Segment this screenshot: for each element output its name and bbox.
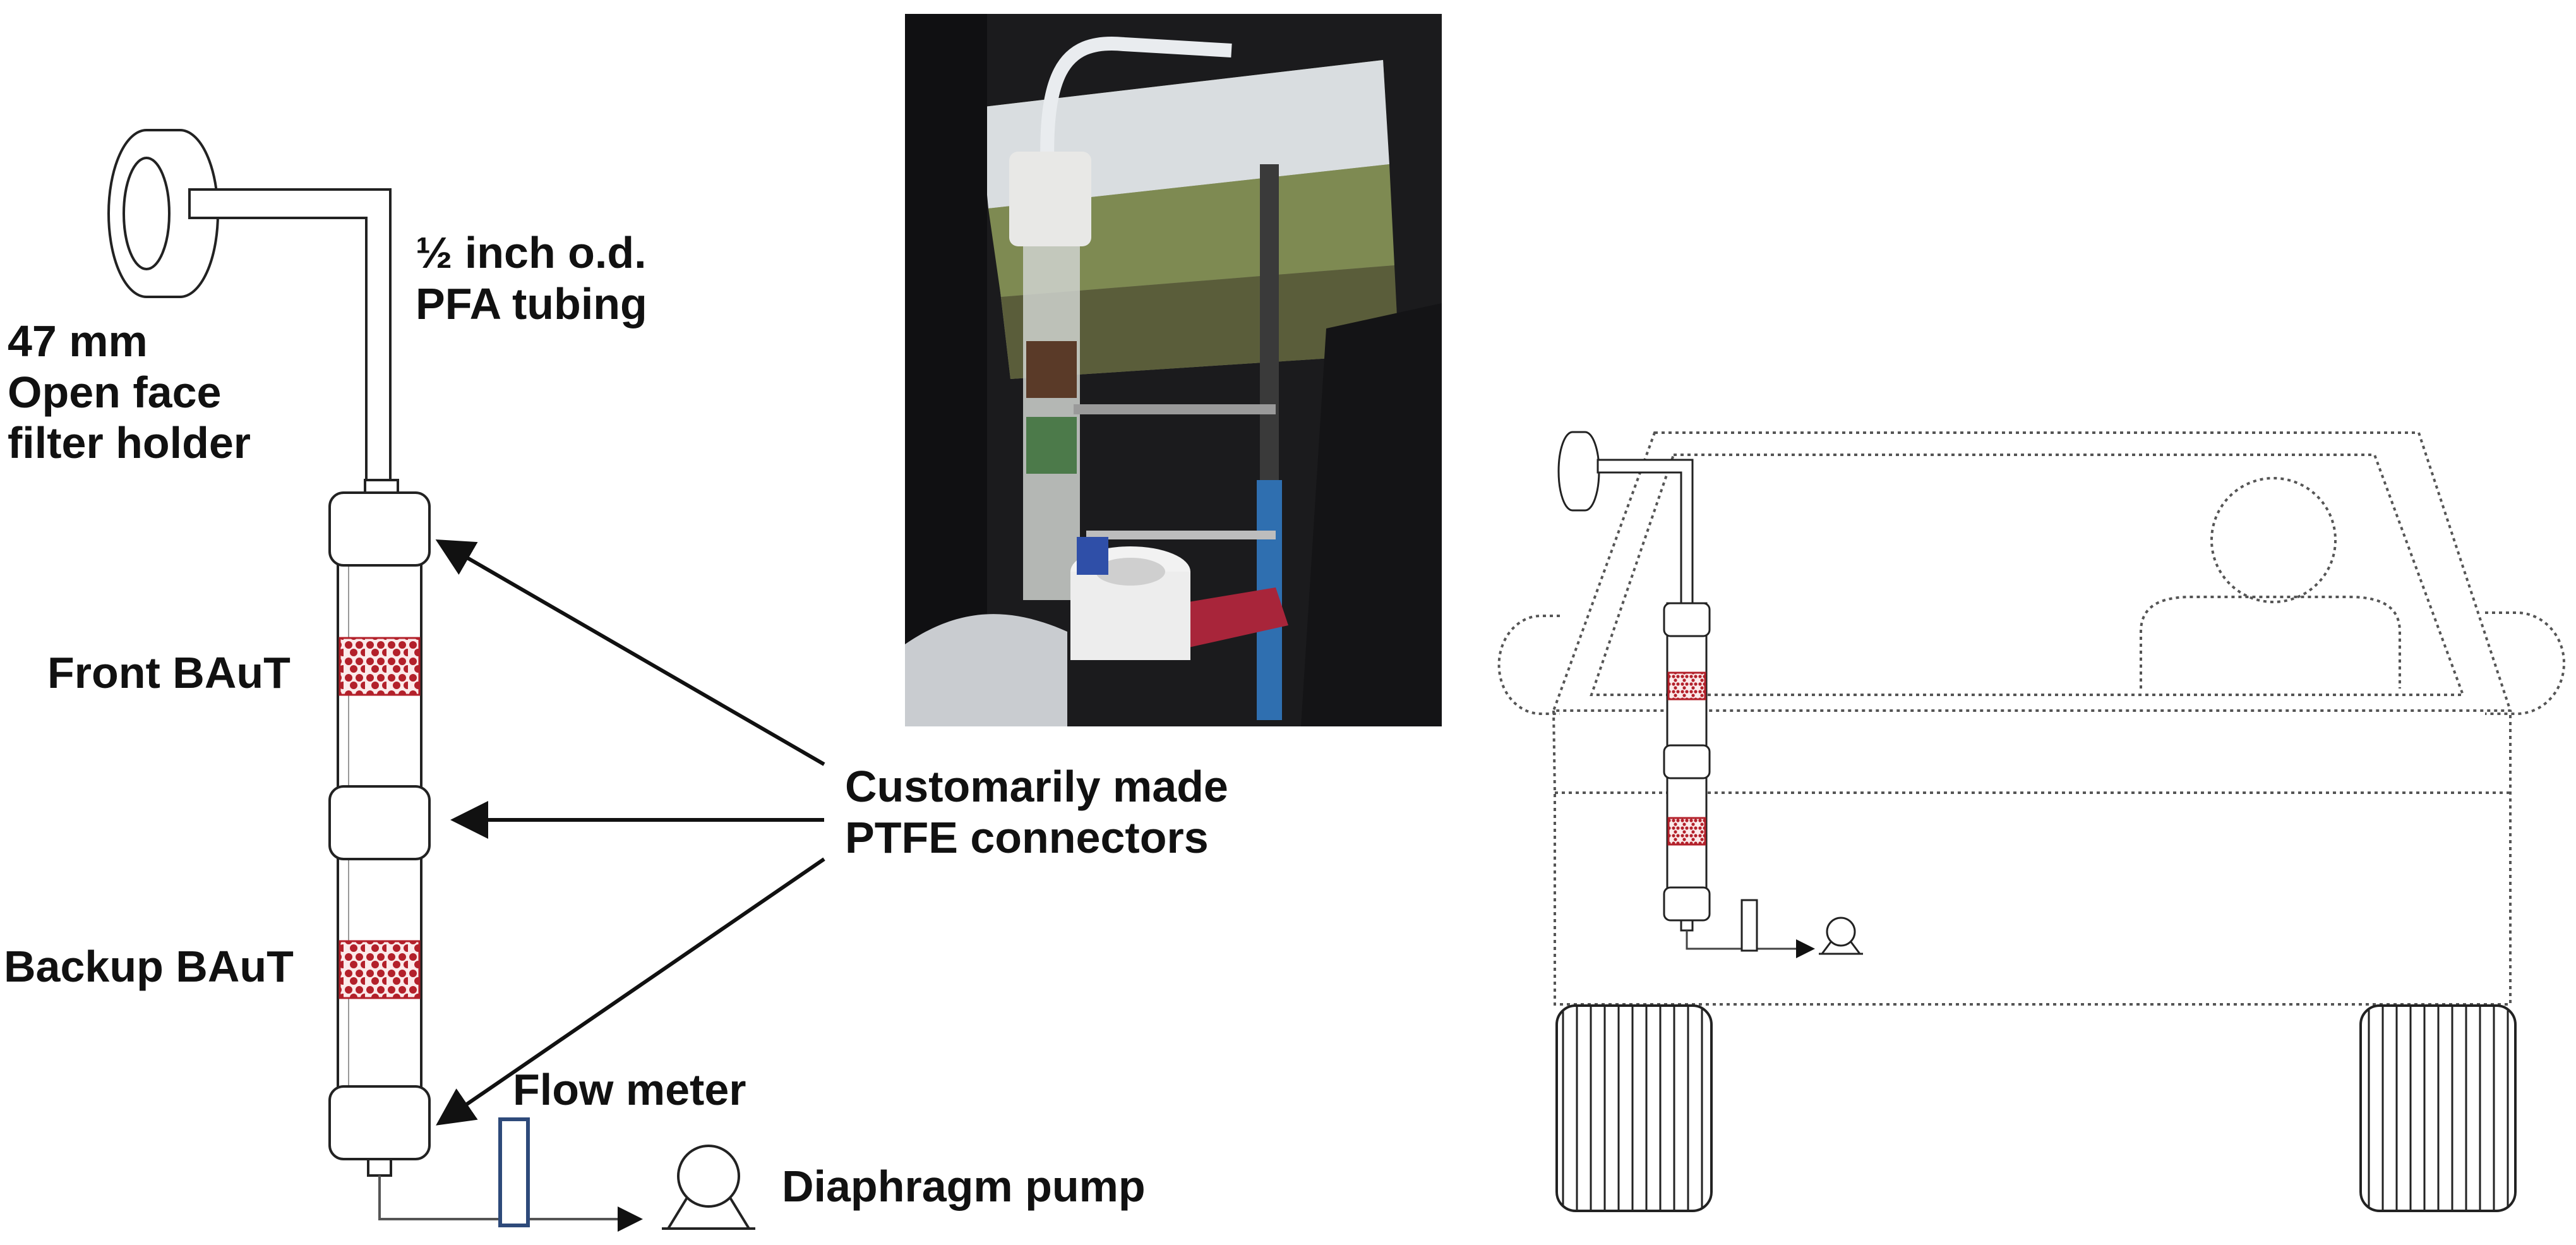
label-filter-holder-line-2: Open face [8, 367, 222, 417]
wheel-left [1555, 1004, 1713, 1212]
mirror-left [1497, 615, 1560, 715]
ptfe-connector-middle [328, 785, 431, 860]
label-filter-holder-line-1: 47 mm [8, 316, 148, 366]
mini-sampling-train [1557, 431, 1863, 958]
wheel-right [2359, 1004, 2517, 1212]
label-connectors: Customarily made PTFE connectors [845, 761, 1228, 863]
label-pump-text: Diaphragm pump [782, 1162, 1146, 1211]
car-schematic [1497, 431, 2565, 1006]
mirror-right [2485, 611, 2565, 715]
diaphragm-pump-symbol [662, 1145, 755, 1230]
label-backup-baut: Backup BAuT [4, 941, 294, 992]
ptfe-connector-bottom [328, 1085, 431, 1160]
driver-head [2210, 477, 2337, 603]
flow-meter [498, 1117, 530, 1227]
front-baut-trap [338, 637, 421, 696]
ptfe-connector-top [328, 491, 431, 567]
label-connectors-line-1: Customarily made [845, 762, 1228, 811]
backup-baut-trap [338, 940, 421, 999]
connector-arrows [435, 539, 825, 1126]
label-filter-holder-line-3: filter holder [8, 418, 251, 467]
label-flow-meter-text: Flow meter [513, 1065, 746, 1114]
label-backup-baut-text: Backup BAuT [4, 942, 294, 991]
car-body-outline [1552, 710, 2512, 1006]
car-wheels [1555, 1004, 2517, 1212]
outlet-nozzle [367, 1158, 392, 1177]
label-front-baut-text: Front BAuT [47, 648, 291, 697]
label-tubing-line-1: ½ inch o.d. [416, 228, 647, 277]
label-tubing: ½ inch o.d. PFA tubing [416, 227, 647, 329]
in-car-photo [905, 14, 1442, 726]
outlet-line [378, 1176, 643, 1232]
driver-shoulders [2140, 596, 2401, 689]
label-connectors-line-2: PTFE connectors [845, 812, 1209, 862]
label-pump: Diaphragm pump [782, 1161, 1146, 1212]
label-tubing-line-2: PFA tubing [416, 279, 647, 328]
windshield-outline [1590, 454, 2465, 696]
label-flow-meter: Flow meter [513, 1064, 746, 1116]
label-filter-holder: 47 mm Open face filter holder [8, 316, 251, 469]
label-front-baut: Front BAuT [47, 647, 291, 699]
sampling-train [107, 129, 755, 1232]
